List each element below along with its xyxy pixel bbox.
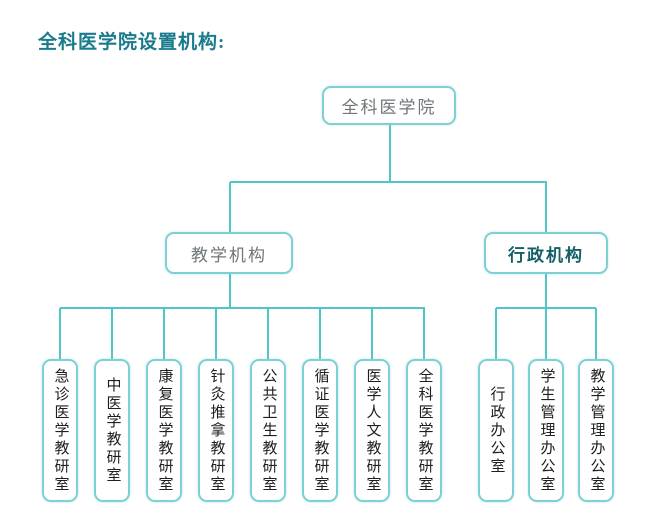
root-node-label: 全科医学院 <box>341 98 437 117</box>
leaf-node-chinese-medicine: 中医学教研室 <box>94 359 130 502</box>
leaf-node-label: 针灸推拿教研室 <box>208 367 225 494</box>
leaf-node-label: 医学人文教研室 <box>364 367 381 494</box>
leaf-node-label: 公共卫生教研室 <box>260 367 277 494</box>
leaf-node-label: 中医学教研室 <box>104 376 121 485</box>
leaf-node-label: 康复医学教研室 <box>156 367 173 494</box>
leaf-node-label: 学生管理办公室 <box>538 367 555 494</box>
root-node-college: 全科医学院 <box>322 86 456 125</box>
branch-node-label: 行政机构 <box>508 245 584 265</box>
branch-node-admin: 行政机构 <box>484 232 608 274</box>
branch-node-teaching: 教学机构 <box>165 232 293 274</box>
leaf-node-rehabilitation-medicine: 康复医学教研室 <box>146 359 182 502</box>
leaf-node-label: 全科医学教研室 <box>416 367 433 494</box>
leaf-node-admin-office: 行政办公室 <box>478 359 514 502</box>
leaf-node-medical-humanities: 医学人文教研室 <box>354 359 390 502</box>
leaf-node-acupuncture-massage: 针灸推拿教研室 <box>198 359 234 502</box>
page-title: 全科医学院设置机构: <box>38 32 226 53</box>
leaf-node-general-practice: 全科医学教研室 <box>406 359 442 502</box>
leaf-node-label: 教学管理办公室 <box>588 367 605 494</box>
leaf-node-student-management-office: 学生管理办公室 <box>528 359 564 502</box>
leaf-node-teaching-management-office: 教学管理办公室 <box>578 359 614 502</box>
leaf-node-evidence-based-medicine: 循证医学教研室 <box>302 359 338 502</box>
leaf-node-emergency-medicine: 急诊医学教研室 <box>42 359 78 502</box>
leaf-node-label: 循证医学教研室 <box>312 367 329 494</box>
leaf-node-label: 行政办公室 <box>488 385 505 476</box>
leaf-node-public-health: 公共卫生教研室 <box>250 359 286 502</box>
branch-node-label: 教学机构 <box>191 245 267 265</box>
leaf-node-label: 急诊医学教研室 <box>52 367 69 494</box>
